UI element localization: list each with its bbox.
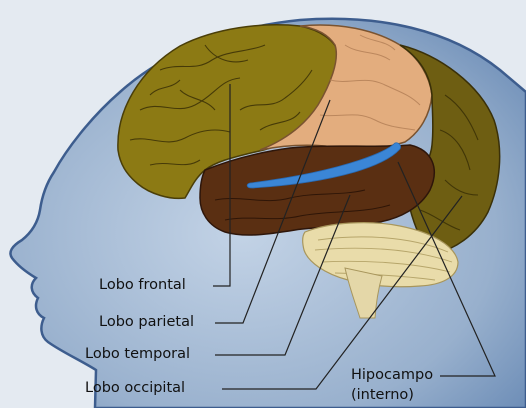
label-hipocampo: Hipocampo [351, 368, 433, 383]
label-lobo-occipital: Lobo occipital [85, 381, 185, 396]
label-lobo-frontal: Lobo frontal [99, 278, 186, 293]
label-hipocampo-interno: (interno) [351, 388, 414, 403]
label-lobo-parietal: Lobo parietal [99, 315, 194, 330]
label-lobo-temporal: Lobo temporal [85, 347, 190, 362]
